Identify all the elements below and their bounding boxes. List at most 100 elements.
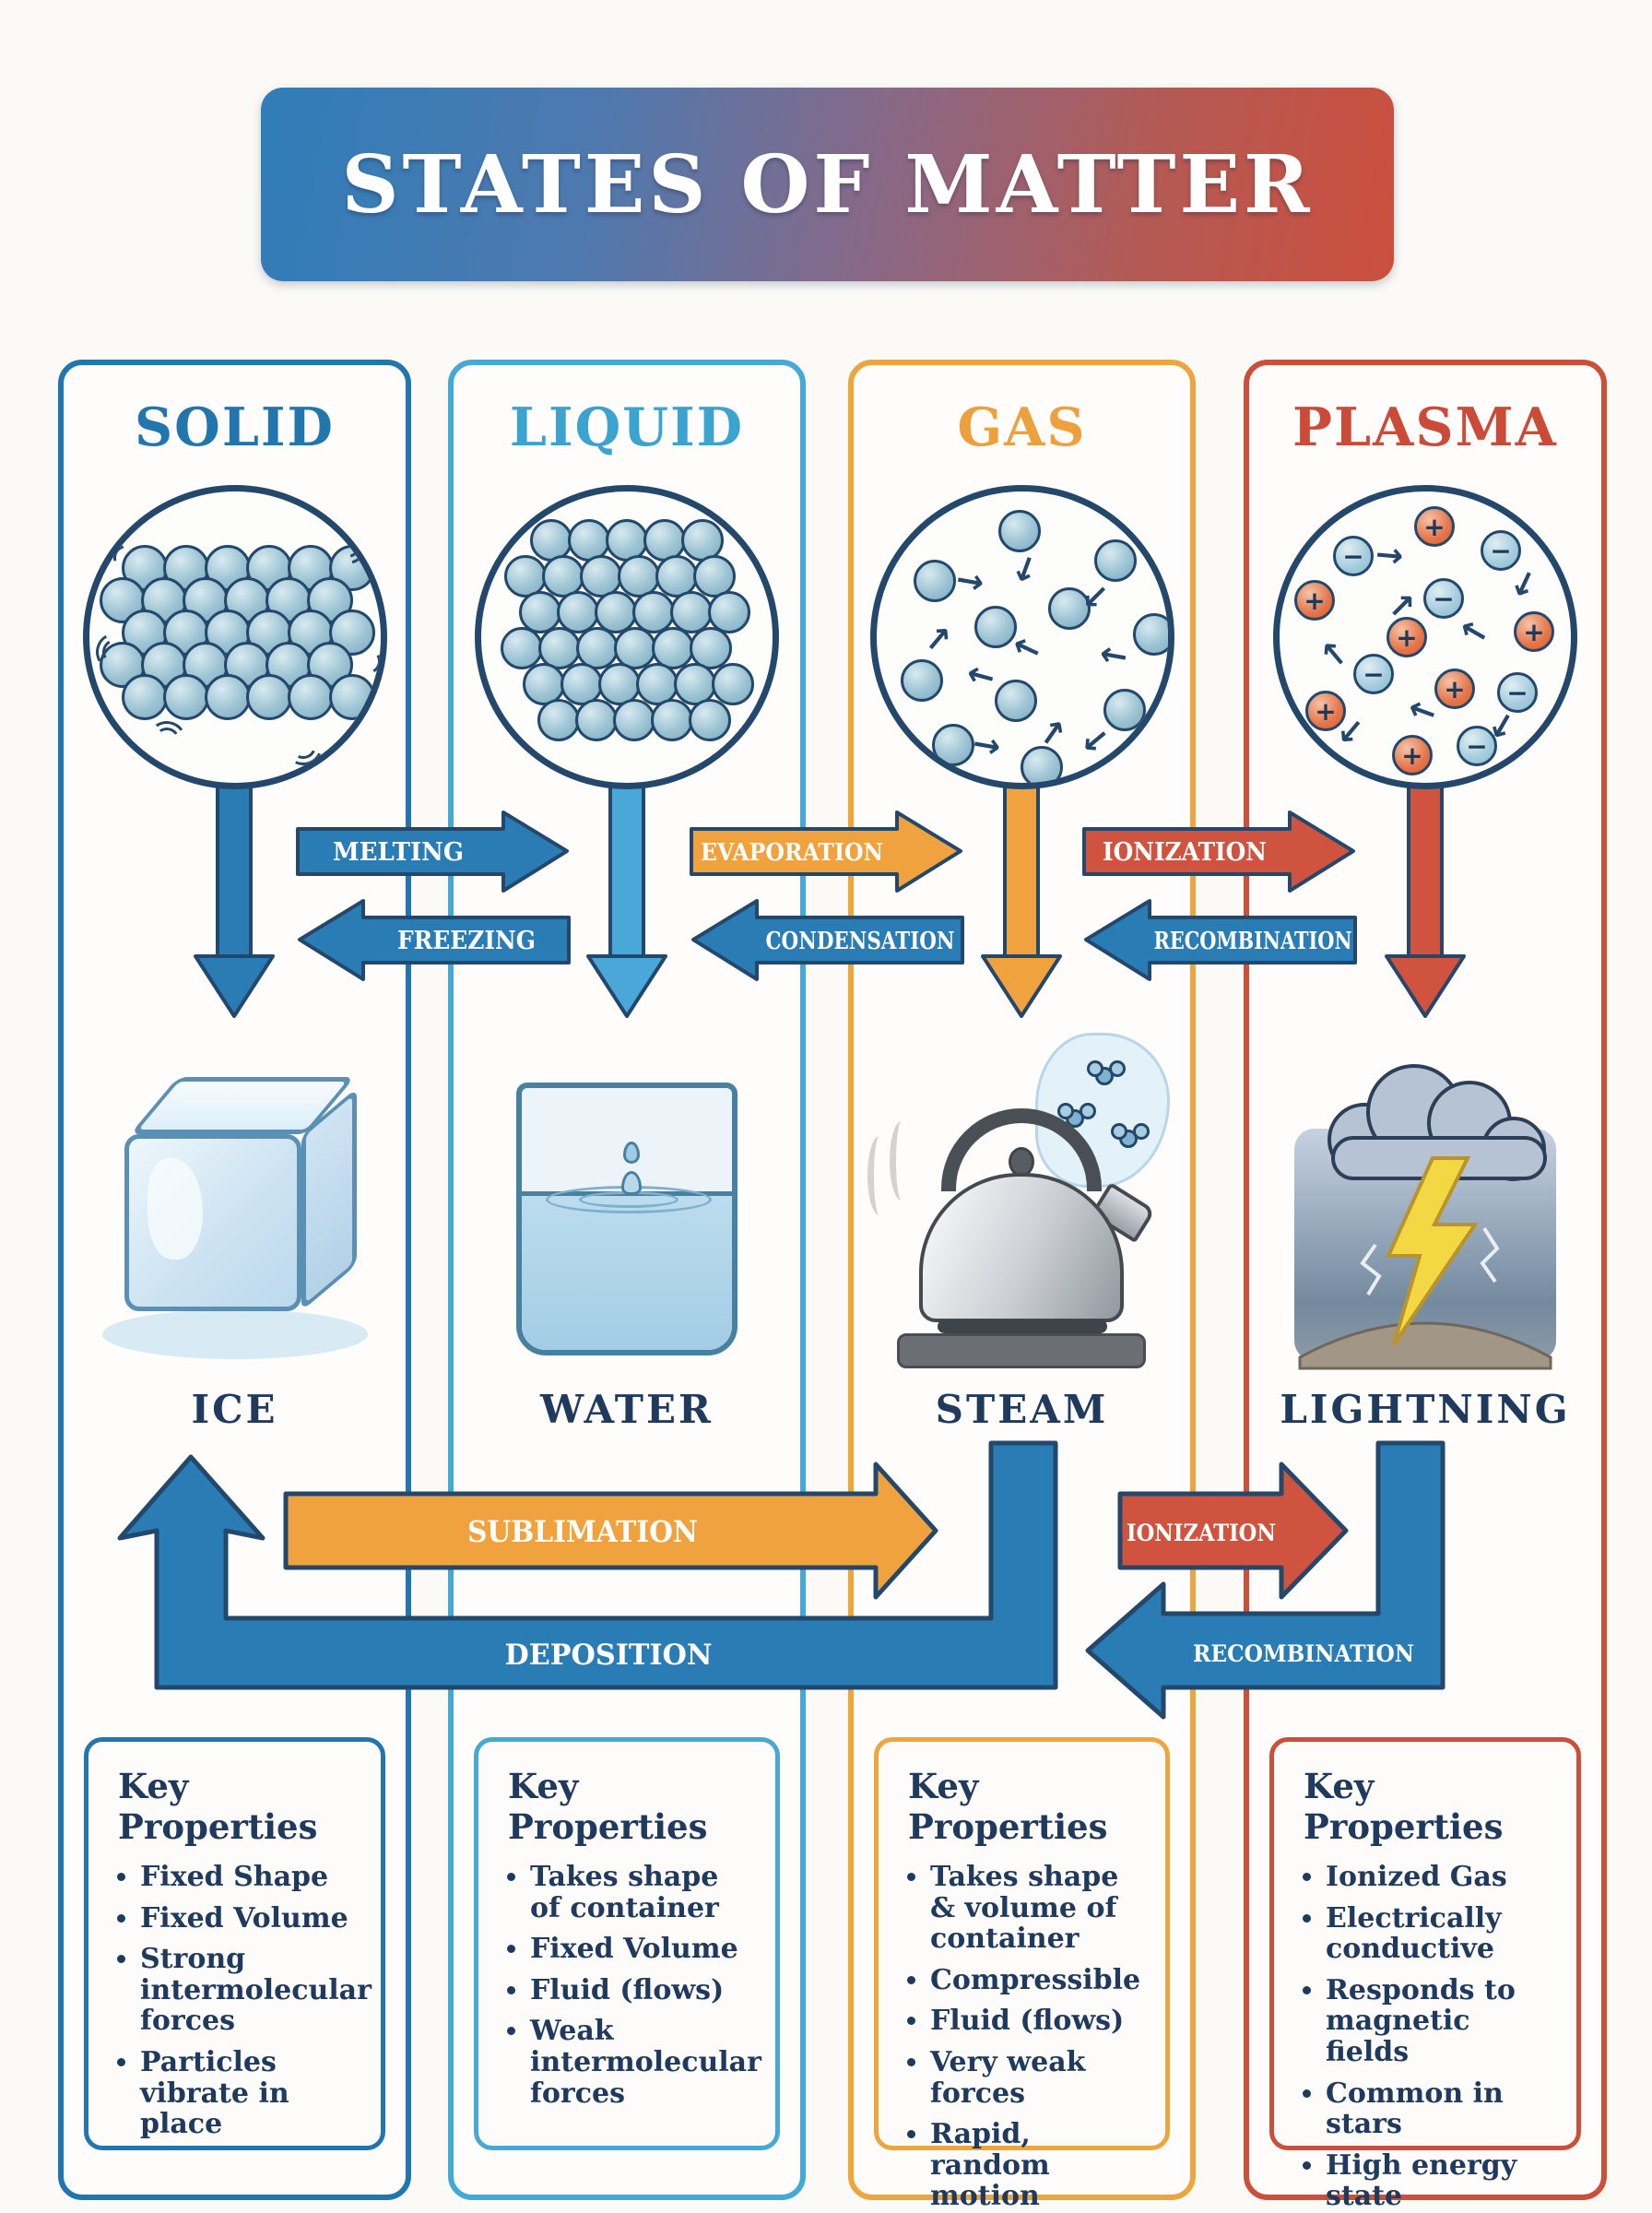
example-label-water: WATER — [540, 1387, 714, 1432]
bottom-transitions-diagram: SUBLIMATION DEPOSITION IONIZATION RECOMB… — [117, 1440, 1446, 1720]
motion-arrow-icon: → — [1501, 562, 1548, 605]
negative-ion: − — [1353, 654, 1394, 694]
water-molecule-icon — [1086, 1060, 1126, 1085]
positive-ion: + — [1434, 669, 1475, 709]
lightning-bolt-icon — [1385, 1156, 1479, 1346]
condensation-label: CONDENSATION — [766, 928, 955, 955]
motion-arrow-icon: → — [1452, 609, 1496, 656]
freezing-arrow: FREEZING — [298, 899, 571, 981]
deposition-arrow — [117, 1440, 1058, 1690]
motion-arrow-icon: → — [1310, 631, 1358, 678]
key-properties-gas: Key Properties Takes shape & volume of c… — [874, 1737, 1170, 2212]
negative-ion: − — [1333, 536, 1374, 576]
motion-arrow-icon: → — [914, 615, 962, 662]
property-item: Common in stars — [1326, 2077, 1556, 2140]
positive-ion: + — [1414, 506, 1455, 547]
evaporation-label: EVAPORATION — [701, 839, 883, 867]
key-properties-title: Key Properties — [508, 1766, 708, 1847]
minus-icon: − — [1342, 540, 1364, 572]
example-label-lightning: LIGHTNING — [1280, 1387, 1571, 1432]
gas-down-arrow — [981, 786, 1062, 1018]
property-item: Fluid (flows) — [930, 2006, 1145, 2037]
state-header-plasma: PLASMA — [1292, 396, 1558, 458]
liquid-down-arrow — [586, 786, 667, 1018]
property-item: Compressible — [930, 1965, 1145, 1996]
solid-down-arrow — [194, 786, 275, 1018]
property-item: Electrically conductive — [1326, 1902, 1556, 1965]
plasma-down-arrow — [1385, 786, 1466, 1018]
example-label-ice: ICE — [191, 1387, 278, 1432]
recombination-top-label: RECOMBINATION — [1154, 928, 1352, 955]
property-item: Takes shape & volume of container — [930, 1862, 1145, 1955]
plus-icon: + — [1444, 673, 1466, 704]
property-item: Fixed Volume — [530, 1934, 755, 1965]
negative-ion: − — [1423, 578, 1464, 619]
plus-icon: + — [1304, 585, 1326, 616]
column-gas: GAS → → → → → → → → → → — [848, 360, 1196, 2212]
evaporation-arrow: EVAPORATION — [690, 811, 962, 893]
motion-arrow-icon: → — [952, 560, 987, 603]
minus-icon: − — [1433, 583, 1455, 614]
positive-ion: + — [1386, 617, 1427, 657]
vibration-mark-icon — [99, 635, 131, 669]
water-molecule-icon — [1056, 1103, 1096, 1128]
negative-ion: − — [1497, 672, 1538, 713]
column-plasma: PLASMA + − − + − + + − + + − + − → → → →… — [1244, 360, 1607, 2212]
positive-ion: + — [1514, 611, 1554, 652]
key-properties-plasma: Key Properties Ionized Gas Electrically … — [1269, 1737, 1581, 2212]
water-molecule-icon — [1110, 1123, 1150, 1148]
key-properties-solid: Key Properties Fixed Shape Fixed Volume … — [84, 1737, 385, 2150]
motion-arrow-icon: → — [962, 654, 999, 699]
vibration-mark-icon — [351, 645, 381, 678]
steam-cloud — [1034, 1033, 1170, 1188]
property-item: Fluid (flows) — [530, 1975, 755, 2006]
property-item: Ionized Gas — [1326, 1862, 1556, 1893]
liquid-particle-cluster — [501, 519, 754, 741]
stove-base — [896, 1333, 1146, 1368]
vibration-mark-icon — [329, 527, 365, 563]
freezing-label: FREEZING — [397, 927, 536, 955]
water-drop — [623, 1142, 640, 1164]
motion-arrow-icon: → — [1402, 689, 1443, 734]
plasma-particle-diagram: + − − + − + + − + + − + − → → → → → → → … — [1273, 485, 1577, 789]
deposition-label: DEPOSITION — [505, 1639, 713, 1672]
vibration-mark-icon — [151, 725, 182, 756]
property-item: Particles vibrate in place — [140, 2047, 360, 2140]
storm-scene — [1294, 1064, 1556, 1370]
key-properties-title: Key Properties — [908, 1766, 1108, 1847]
positive-ion: + — [1305, 691, 1346, 731]
melting-arrow: MELTING — [296, 811, 569, 893]
lightning-crack-icon — [1480, 1226, 1500, 1284]
ionization-arrow-bottom — [1117, 1462, 1349, 1600]
recombination-arrow-top: RECOMBINATION — [1084, 899, 1357, 981]
example-label-steam: STEAM — [935, 1387, 1109, 1432]
recombination-arrow-bottom — [1085, 1440, 1446, 1720]
state-header-liquid: LIQUID — [509, 396, 745, 458]
ionization-arrow-top: IONIZATION — [1082, 811, 1355, 893]
motion-arrow-icon: → — [1374, 535, 1405, 576]
ionization-bottom-label: IONIZATION — [1127, 1520, 1276, 1546]
property-item: Very weak forces — [930, 2047, 1145, 2109]
positive-ion: + — [1294, 580, 1335, 621]
negative-ion: − — [1457, 726, 1497, 766]
plus-icon: + — [1423, 511, 1446, 542]
vibration-mark-icon — [286, 729, 320, 763]
title-banner: STATES OF MATTER — [261, 88, 1394, 281]
vibration-mark-icon — [108, 539, 144, 576]
motion-arrow-icon: → — [1002, 549, 1048, 589]
lightning-crack-icon — [1360, 1243, 1382, 1296]
column-liquid: LIQUID WATER Key Properties — [448, 360, 806, 2200]
liquid-particle-diagram — [475, 485, 779, 789]
recombination-bottom-label: RECOMBINATION — [1193, 1640, 1414, 1667]
minus-icon: − — [1466, 730, 1488, 762]
key-properties-title: Key Properties — [1304, 1766, 1504, 1847]
gas-particle-diagram: → → → → → → → → → → — [869, 485, 1174, 789]
ice-illustration — [97, 1047, 373, 1372]
minus-icon: − — [1506, 677, 1528, 708]
motion-arrow-icon: → — [1096, 634, 1130, 678]
minus-icon: − — [1363, 658, 1385, 690]
kettle-illustration — [867, 1033, 1170, 1372]
key-properties-title: Key Properties — [118, 1766, 318, 1847]
sublimation-arrow — [283, 1462, 938, 1600]
